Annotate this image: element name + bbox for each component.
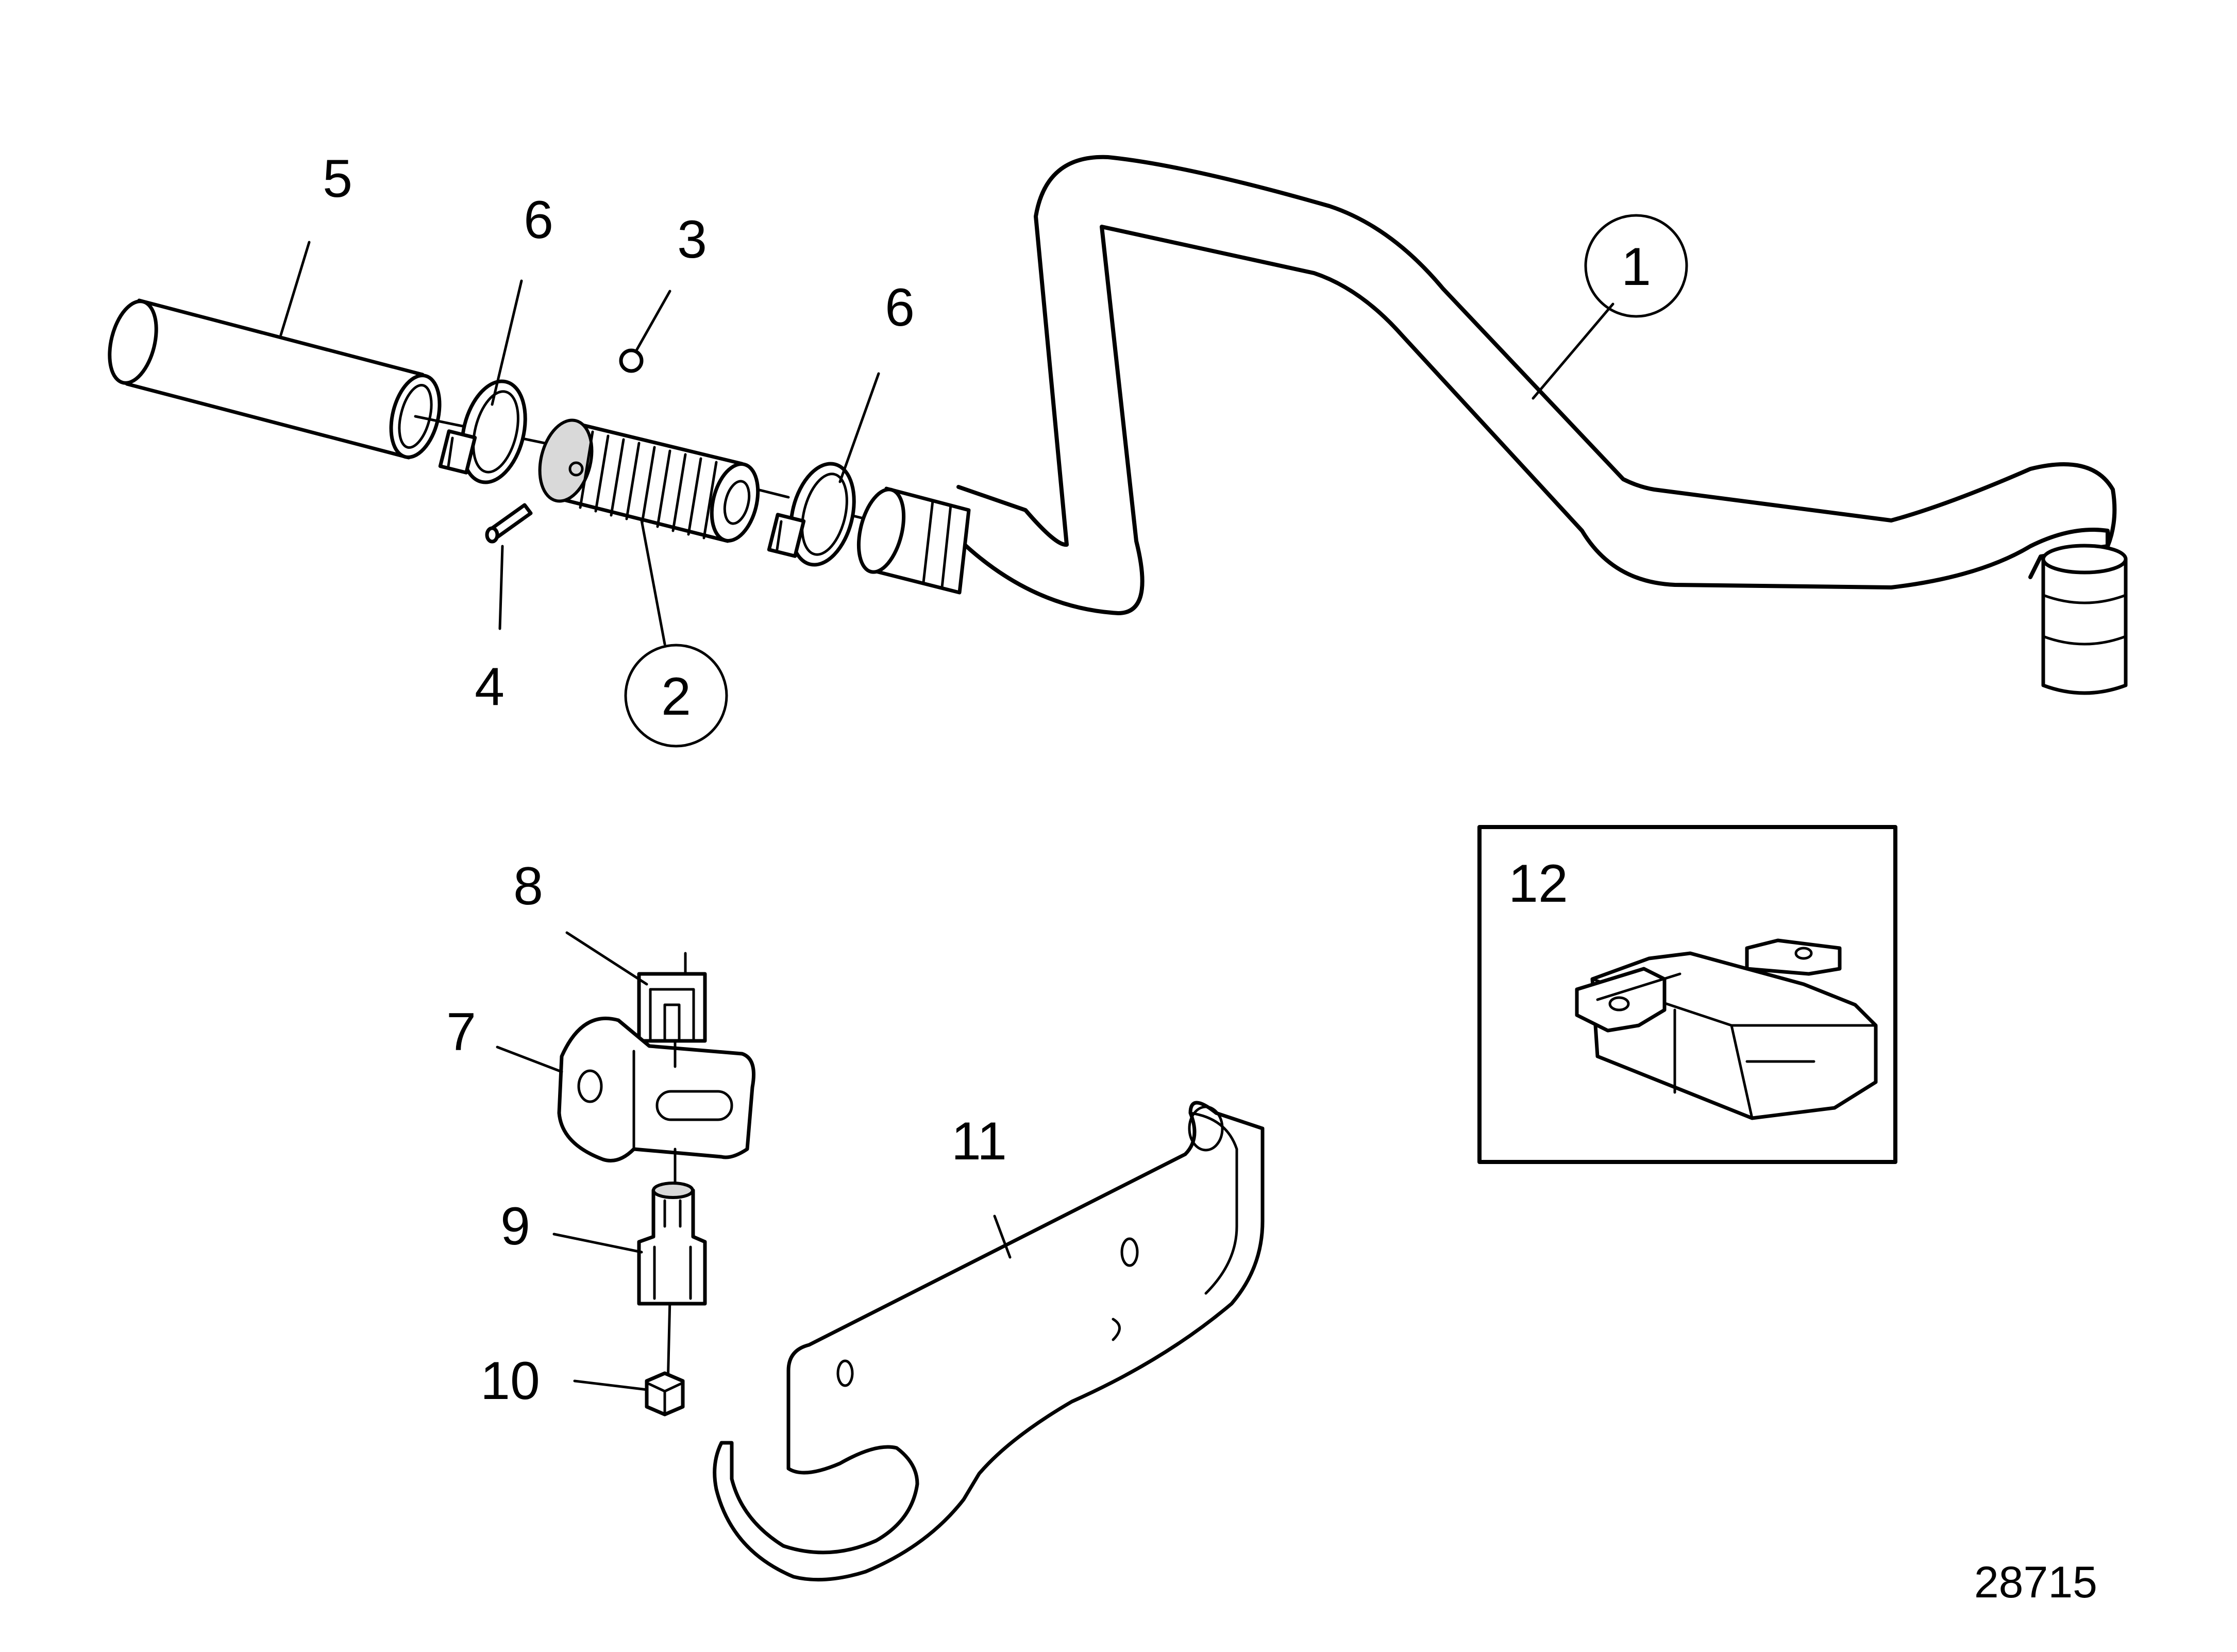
- part-6-clamp-right: [767, 462, 856, 567]
- part-4-pin: [485, 503, 533, 544]
- callout-9: 9: [500, 1196, 530, 1256]
- callout-4: 4: [475, 657, 504, 717]
- figure-number: 28715: [1974, 1558, 2097, 1607]
- part-11-mounting-bracket: [713, 1101, 1265, 1582]
- part-2-ribbed-connector: [538, 418, 760, 543]
- part-9-spacer-sleeve: [637, 1182, 707, 1306]
- part-6-clamp-left: [438, 379, 527, 484]
- part-12-frame: [1477, 825, 1897, 1164]
- part-3-o-ring: [619, 348, 644, 373]
- callout-circle-2: [624, 644, 728, 748]
- part-7-bracket: [557, 1016, 755, 1162]
- callout-7: 7: [446, 1002, 476, 1062]
- part-1-bent-pipe: [856, 155, 2128, 695]
- part-12-control-unit: [1477, 825, 1897, 1164]
- part-5-hose: [108, 298, 442, 460]
- callout-10: 10: [480, 1351, 540, 1411]
- callout-8: 8: [513, 856, 543, 916]
- callout-3: 3: [677, 210, 707, 269]
- callout-2: 2: [661, 667, 691, 727]
- callout-circle-1: [1584, 214, 1688, 318]
- callout-11: 11: [951, 1111, 1007, 1171]
- callout-6-right: 6: [885, 278, 915, 338]
- part-10-hex-bolt: [645, 1371, 685, 1417]
- callout-12: 12: [1508, 854, 1568, 914]
- callout-5: 5: [323, 149, 352, 209]
- callout-6-left: 6: [524, 190, 553, 250]
- callout-1: 1: [1621, 237, 1651, 297]
- part-8-cap-nut: [637, 952, 707, 1043]
- leader-lines: [279, 214, 1688, 1391]
